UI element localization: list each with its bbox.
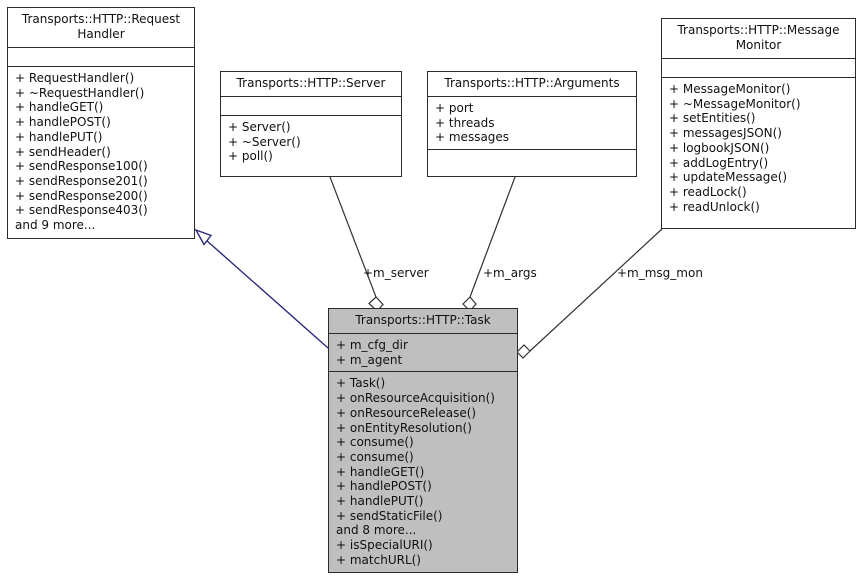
operation-row: + addLogEntry() <box>669 155 769 170</box>
operation-row-more: and 8 more... <box>336 523 417 538</box>
operation-row: + onResourceRelease() <box>336 405 477 420</box>
edge-label-m-msg-mon: +m_msg_mon <box>617 266 703 280</box>
class-node-server[interactable]: Transports::HTTP::Server + Server() + ~S… <box>220 71 402 177</box>
class-title-line-1: Transports::HTTP::Task <box>355 313 491 327</box>
edge-aggregation-server-task <box>329 176 384 312</box>
edge-label-m-args: +m_args <box>483 266 537 280</box>
class-title-line-1: Transports::HTTP::Server <box>236 76 386 90</box>
attribute-row: + threads <box>435 115 495 130</box>
attribute-row: + port <box>435 101 474 115</box>
operation-row-more: and 9 more... <box>15 218 96 233</box>
operation-row: + sendStaticFile() <box>336 508 443 523</box>
operation-row: + consume() <box>336 435 414 450</box>
operation-row: + ~RequestHandler() <box>15 85 145 100</box>
class-attributes-message-monitor <box>662 58 855 77</box>
class-title-line-1: Transports::HTTP::Arguments <box>444 76 620 90</box>
class-title-line-1: Transports::HTTP::Request <box>21 12 181 26</box>
class-operations-message-monitor: + MessageMonitor() + ~MessageMonitor() +… <box>662 77 855 218</box>
operation-row: + setEntities() <box>669 111 756 126</box>
operation-row: + ~Server() <box>228 134 301 149</box>
class-attributes-arguments: + port + threads + messages <box>428 96 636 149</box>
operation-row: + poll() <box>228 149 273 164</box>
operation-row: + Task() <box>336 376 386 391</box>
class-attributes-request-handler <box>8 47 194 66</box>
class-node-message-monitor[interactable]: Transports::HTTP::Message Monitor + Mess… <box>661 18 856 229</box>
operation-row: + sendResponse403() <box>15 203 148 218</box>
class-operations-arguments <box>428 149 636 168</box>
attribute-row: + m_agent <box>336 352 403 367</box>
edge-aggregation-arguments-task <box>462 176 516 312</box>
operation-row: + sendResponse100() <box>15 159 148 174</box>
class-operations-request-handler: + RequestHandler() + ~RequestHandler() +… <box>8 66 194 237</box>
class-attributes-task: + m_cfg_dir + m_agent <box>329 333 517 371</box>
edge-label-m-server: +m_server <box>363 266 429 280</box>
operation-row: + matchURL() <box>336 552 421 567</box>
class-title-line-2: Monitor <box>735 38 782 52</box>
class-title-task: Transports::HTTP::Task <box>329 309 517 333</box>
class-attributes-server <box>221 96 401 115</box>
class-title-line-1: Transports::HTTP::Message <box>677 23 840 37</box>
operation-row: + handleGET() <box>336 464 425 479</box>
class-title-server: Transports::HTTP::Server <box>221 72 401 96</box>
class-title-line-2: Handler <box>77 27 125 41</box>
operation-row: + readLock() <box>669 184 747 199</box>
operation-row: + onEntityResolution() <box>336 420 472 435</box>
class-operations-task: + Task() + onResourceAcquisition() + onR… <box>329 371 517 571</box>
edge-aggregation-messagemonitor-task <box>516 228 663 359</box>
operation-row: + handleGET() <box>15 100 104 115</box>
attribute-row: + messages <box>435 130 510 145</box>
operation-row: + RequestHandler() <box>15 71 135 85</box>
class-node-task[interactable]: Transports::HTTP::Task + m_cfg_dir + m_a… <box>328 308 518 573</box>
operation-row: + updateMessage() <box>669 170 788 185</box>
operation-row: + sendHeader() <box>15 144 111 159</box>
operation-row: + handlePUT() <box>336 494 424 509</box>
class-operations-server: + Server() + ~Server() + poll() <box>221 115 401 168</box>
operation-row: + handlePOST() <box>336 479 432 494</box>
operation-row: + readUnlock() <box>669 199 760 214</box>
class-title-message-monitor: Transports::HTTP::Message Monitor <box>662 19 855 58</box>
operation-row: + isSpecialURI() <box>336 538 433 553</box>
class-node-arguments[interactable]: Transports::HTTP::Arguments + port + thr… <box>427 71 637 177</box>
edge-inheritance-task-requesthandler <box>194 228 329 349</box>
class-title-request-handler: Transports::HTTP::Request Handler <box>8 8 194 47</box>
operation-row: + consume() <box>336 449 414 464</box>
operation-row: + handlePUT() <box>15 129 103 144</box>
operation-row: + handlePOST() <box>15 115 111 130</box>
operation-row: + ~MessageMonitor() <box>669 96 801 111</box>
operation-row: + sendResponse201() <box>15 173 148 188</box>
operation-row: + onResourceAcquisition() <box>336 391 495 406</box>
operation-row: + MessageMonitor() <box>669 82 791 96</box>
operation-row: + logbookJSON() <box>669 140 770 155</box>
operation-row: + messagesJSON() <box>669 126 782 141</box>
operation-row: + sendResponse200() <box>15 188 148 203</box>
class-node-request-handler[interactable]: Transports::HTTP::Request Handler + Requ… <box>7 7 195 239</box>
class-title-arguments: Transports::HTTP::Arguments <box>428 72 636 96</box>
attribute-row: + m_cfg_dir <box>336 338 408 352</box>
operation-row: + Server() <box>228 120 291 134</box>
